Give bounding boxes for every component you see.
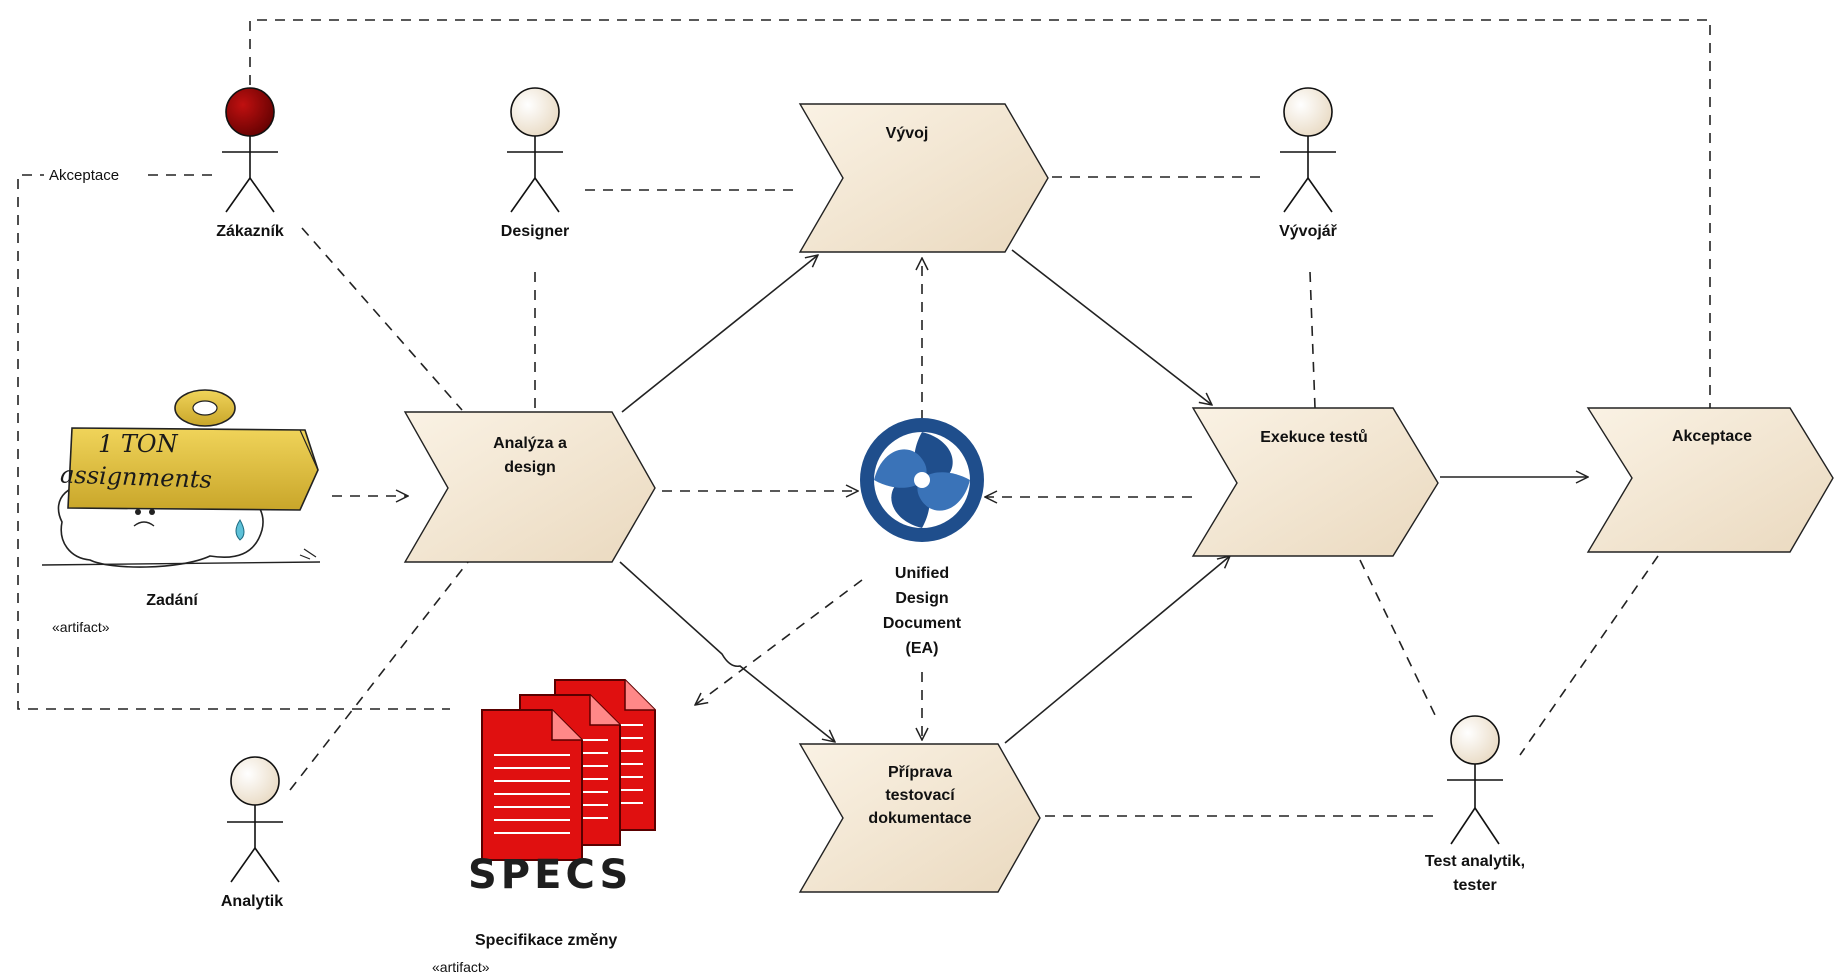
acceptance-connector-label: Akceptace: [49, 167, 119, 184]
development-execution-arrow: [1011, 249, 1212, 405]
acceptance-label-bg: [44, 166, 148, 184]
document-label-1: Unified: [895, 565, 949, 582]
actor-tester-label-2: tester: [1453, 877, 1497, 894]
step-test-prep[interactable]: Příprava testovací dokumentace: [798, 743, 1041, 893]
actor-customer[interactable]: [222, 87, 278, 213]
step-test-execution-label: Exekuce testů: [1260, 429, 1368, 446]
tester-execution-connector: [1359, 559, 1436, 716]
actor-designer[interactable]: [507, 87, 563, 213]
step-test-prep-label-1: Příprava: [888, 764, 952, 781]
document-specs-arrow: [695, 579, 863, 705]
ea-logo-icon[interactable]: [860, 418, 984, 542]
document-label-2: Design: [895, 590, 948, 607]
step-acceptance-label: Akceptace: [1672, 428, 1752, 445]
connectors: [17, 19, 1711, 817]
step-development[interactable]: Vývoj: [798, 103, 1049, 253]
assignment-name: Zadání: [146, 592, 198, 609]
specs-word: SPECS: [468, 852, 632, 898]
step-test-execution[interactable]: Exekuce testů: [1191, 407, 1439, 557]
specs-documents-icon[interactable]: [481, 679, 656, 861]
step-development-label: Vývoj: [886, 125, 929, 142]
specs-stereotype: «artifact»: [432, 959, 490, 975]
actor-customer-label: Zákazník: [216, 223, 284, 240]
actor-tester-label-1: Test analytik,: [1425, 853, 1525, 870]
customer-analysis-connector: [301, 227, 463, 411]
actor-developer[interactable]: [1280, 87, 1336, 213]
actor-developer-label: Vývojář: [1279, 223, 1338, 240]
step-analysis-label-2: design: [504, 459, 556, 476]
step-analysis-label-1: Analýza a: [493, 435, 567, 452]
assignment-sketch-line-2: assignments: [60, 461, 213, 494]
actor-tester[interactable]: [1447, 715, 1503, 845]
step-test-prep-label-2: testovací: [885, 787, 955, 804]
analysis-development-arrow: [621, 255, 818, 413]
acceptance-loop-connector: [249, 19, 1711, 408]
step-test-prep-label-3: dokumentace: [868, 810, 971, 827]
document-label-3: Document: [883, 615, 962, 632]
actor-analyst-label: Analytik: [221, 893, 283, 910]
assignment-artifact-icon[interactable]: 1 TON assignments: [41, 389, 321, 568]
analysis-prep-arrow: [619, 561, 835, 742]
assignment-sketch-line-1: 1 TON: [98, 430, 179, 458]
specs-name: Specifikace změny: [475, 932, 617, 949]
document-label-4: (EA): [906, 640, 939, 657]
actor-designer-label: Designer: [501, 223, 569, 240]
developer-execution-connector: [1309, 271, 1316, 409]
assignment-stereotype: «artifact»: [52, 619, 110, 635]
prep-execution-arrow: [1004, 556, 1230, 744]
actor-analyst[interactable]: [227, 756, 283, 883]
analyst-analysis-connector: [289, 561, 469, 791]
step-acceptance[interactable]: Akceptace: [1586, 407, 1834, 553]
tester-acceptance-connector: [1519, 555, 1659, 756]
step-analysis[interactable]: Analýza a design: [403, 411, 656, 563]
